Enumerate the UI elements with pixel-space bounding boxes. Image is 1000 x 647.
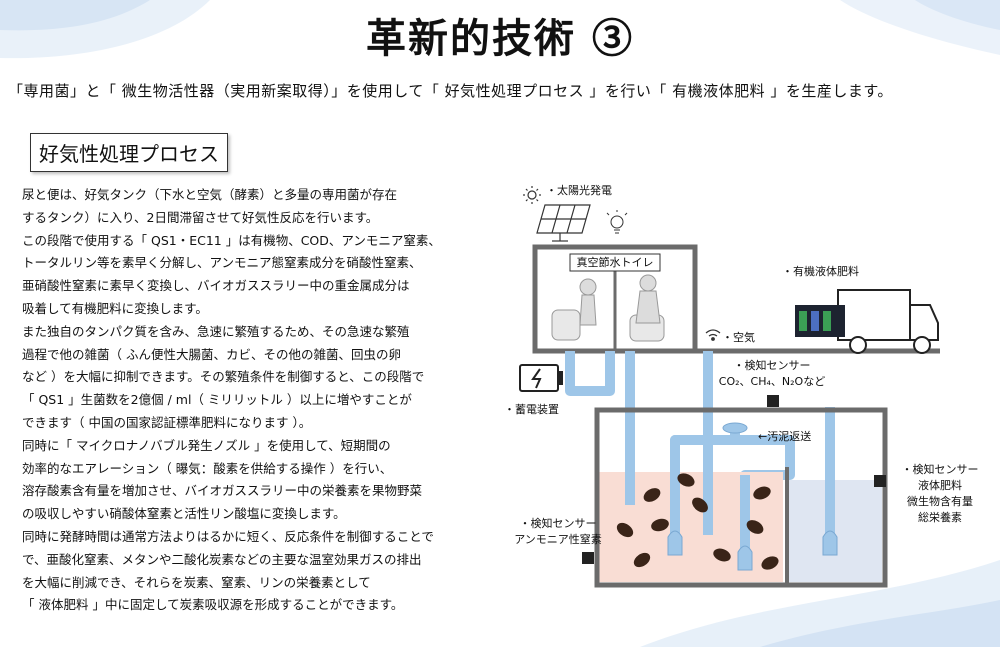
ammonia-sensor-line2: アンモニア性窒素 [514,533,602,546]
nozzle-icon [667,422,838,571]
sun-icon [523,186,541,204]
battery-label: ・蓄電装置 [504,403,559,416]
battery-icon [519,364,563,392]
gas-sensor-line1: ・検知センサー [733,359,811,372]
ammonia-sensor-label: ・検知センサー アンモニア性窒素 [510,515,606,547]
toilet-user-icon [551,274,665,342]
diagram-canvas [519,186,940,588]
liquid-sensor-line4: 総栄養素 [918,511,962,524]
body-text: 尿と便は、好気タンク（下水と空気（酵素）と多量の専用菌が存在 するタンク）に入り… [22,184,480,617]
page-subtitle: 「専用菌」と「 微生物活性器（実用新案取得）」を使用して「 好気性処理プロセス … [8,82,893,100]
body-line: 溶存酸素含有量を増加させ、バイオガススラリー中の栄養素を果物野菜 [22,483,423,499]
liquid-sensor-line2: 液体肥料 [918,479,962,492]
fertilizer-container-icon [795,305,845,337]
body-line: 過程で他の雑菌（ ふん便性大腸菌、カビ、その他の雑菌、回虫の卵 [22,346,401,362]
truck-icon [837,289,939,354]
body-line: を大幅に削減でき、それらを炭素、窒素、リンの栄養素として [22,574,371,590]
body-line: できます（ 中国の国家認証標準肥料になります ）。 [22,414,312,430]
air-label: ・空気 [722,331,755,344]
body-line: するタンク）に入り、2日間滞留させて好気性反応を行います。 [22,209,379,225]
body-line: この段階で使用する「 QS1・EC11 」は有機物、COD、アンモニア窒素、 [22,232,441,248]
body-line: で、亜酸化窒素、メタンや二酸化炭素などの主要な温室効果ガスの排出 [22,551,422,567]
body-line: 吸着して有機肥料に変換します。 [22,300,208,316]
body-line: 効率的なエアレーション（ 曝気：酸素を供給する操作 ）を行い、 [22,460,393,476]
tank-pipes [625,413,835,550]
body-line: など ）を大幅に抑制できます。その繁殖条件を制御すると、この段階で [22,369,425,385]
sludge-return-label: ←汚泥返送 [758,430,812,443]
liquid-sensor-label: ・検知センサー 液体肥料 微生物含有量 総栄養素 [890,461,990,525]
gas-sensor-line2: CO₂、CH₄、N₂Oなど [718,375,826,388]
solar-panel-icon [536,204,591,242]
bacteria-icon [616,473,779,570]
liquid-sensor-line1: ・検知センサー [901,463,979,476]
gas-sensor-label: ・検知センサー CO₂、CH₄、N₂Oなど [712,357,832,389]
ammonia-sensor-line1: ・検知センサー [519,517,597,530]
toilet-label: 真空節水トイレ [576,256,654,269]
body-line: 同時に発酵時間は通常方法よりはるかに短く、反応条件を制御することで [22,528,434,544]
section-heading: 好気性処理プロセス [30,133,228,172]
body-line: 尿と便は、好気タンク（下水と空気（酵素）と多量の専用菌が存在 [22,187,398,202]
body-line: 「 QS1 」生菌数を2億個 / ml（ ミリリットル ）以上に増やすことが [22,392,412,408]
body-line: トータルリン等を素早く分解し、アンモニア態窒素成分を硝酸性窒素、 [22,255,422,271]
light-bulb-icon [606,210,628,234]
chip-sensor-icon [582,395,886,564]
body-line: の吸収しやすい硝酸体窒素と活性リン酸塩に変換します。 [22,506,346,522]
body-line: 同時に「 マイクロナノバブル発生ノズル 」を使用して、短期間の [22,437,391,453]
process-diagram: ・太陽光発電 真空節水トイレ ・有機液体肥料 ・空気 ・蓄電装置 ・検知センサー… [490,175,995,615]
page-title: 革新的技術 ③ [366,15,634,62]
body-line: 亜硝酸性窒素に素早く変換し、バイオガススラリー中の重金属成分は [22,278,410,294]
body-line: 「 液体肥料 」中に固定して炭素吸収源を形成することができます。 [22,597,404,613]
body-line: また独自のタンパク質を含み、急速に繁殖するため、その急速な繁殖 [22,323,410,339]
liquid-sensor-line3: 微生物含有量 [907,495,973,508]
solar-label: ・太陽光発電 [546,184,612,197]
fertilizer-label: ・有機液体肥料 [782,265,859,278]
wifi-icon [705,329,721,341]
